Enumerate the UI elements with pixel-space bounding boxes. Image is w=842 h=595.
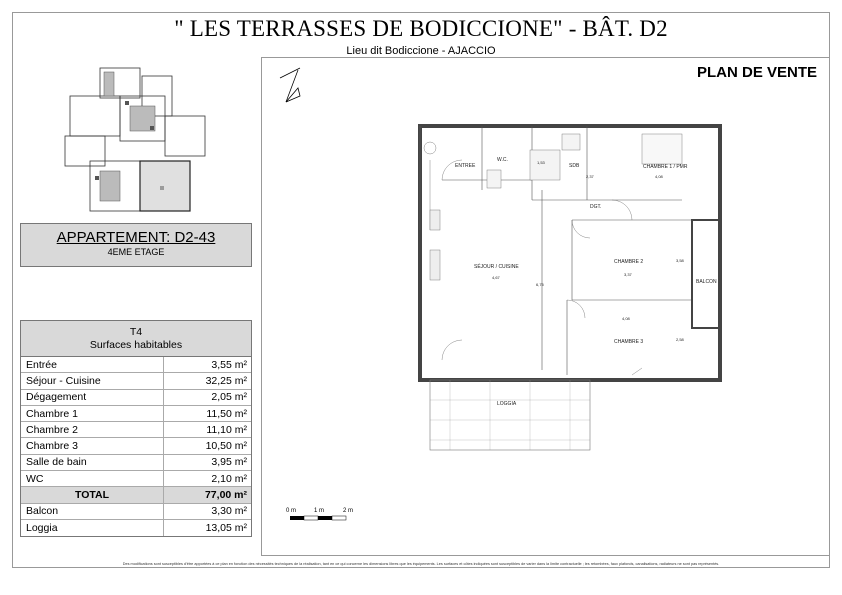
- room-entree: ENTREE: [455, 163, 476, 169]
- room-dgt: DGT.: [590, 204, 602, 210]
- apartment-box: APPARTEMENT: D2-43 4EME ETAGE: [20, 223, 252, 267]
- table-row: Séjour - Cuisine 32,25 m²: [21, 373, 251, 390]
- row-label: Dégagement: [21, 389, 164, 405]
- plan-label: PLAN DE VENTE: [696, 64, 817, 81]
- scale-label-0: 0 m: [286, 508, 297, 514]
- row-label: Chambre 3: [21, 438, 164, 454]
- table-row: Chambre 1 11,50 m²: [21, 405, 251, 423]
- scale-label-1: 1 m: [314, 508, 325, 514]
- room-loggia: LOGGIA: [497, 401, 517, 407]
- dim-wc-w: 1,53: [537, 160, 545, 165]
- total-row: TOTAL 77,00 m²: [21, 487, 251, 504]
- row-value: 13,05 m²: [205, 522, 247, 535]
- scale-bar: [290, 515, 347, 521]
- column-divider: [261, 57, 262, 556]
- key-plan: [64, 67, 206, 212]
- room-chambre2: CHAMBRE 2: [614, 259, 644, 265]
- disclaimer: Des modifications sont susceptibles d'êt…: [122, 562, 720, 566]
- row-label: Salle de bain: [21, 454, 164, 471]
- table-row: Salle de bain 3,95 m²: [21, 454, 251, 472]
- room-sejour: SÉJOUR / CUISINE: [474, 264, 519, 270]
- row-value: 3,30 m²: [211, 505, 247, 518]
- page-title: " LES TERRASSES DE BODICCIONE" - BÂT. D2: [174, 16, 668, 41]
- table-row: Chambre 3 10,50 m²: [21, 438, 251, 455]
- dim-sejour-h: 6,75: [536, 282, 544, 287]
- dim-ch2-w: 3,37: [624, 272, 632, 277]
- row-value: 10,50 m²: [205, 440, 247, 453]
- surfaces-heading: Surfaces habitables: [89, 339, 183, 351]
- row-value: 3,95 m²: [211, 456, 247, 469]
- plan-frame: [261, 57, 830, 556]
- row-value: 3,55 m²: [211, 358, 247, 371]
- row-label: Entrée: [21, 357, 164, 373]
- apartment-floor: 4EME ETAGE: [107, 247, 165, 257]
- dim-sdb-w: 2,37: [586, 174, 594, 179]
- page-subtitle: Lieu dit Bodiccione - AJACCIO: [346, 45, 496, 57]
- row-label: Séjour - Cuisine: [21, 373, 164, 389]
- room-chambre3: CHAMBRE 3: [614, 339, 644, 345]
- apartment-name: APPARTEMENT: D2-43: [56, 229, 216, 246]
- row-value: 32,25 m²: [205, 374, 247, 387]
- row-value: 11,10 m²: [206, 423, 247, 436]
- surfaces-table: T4 Surfaces habitables Entrée 3,55 m² Séj…: [20, 320, 252, 538]
- room-balcon: BALCON: [696, 279, 717, 285]
- table-row: Chambre 2 11,10 m²: [21, 422, 251, 439]
- total-label: TOTAL: [21, 487, 164, 503]
- apartment-type: T4: [129, 326, 143, 338]
- row-label: Balcon: [21, 503, 164, 519]
- dim-ch1-w: 4,08: [655, 174, 663, 179]
- dim-ch3-w: 4,08: [622, 316, 630, 321]
- surfaces-header: T4 Surfaces habitables: [21, 321, 251, 357]
- scale-label-2: 2 m: [343, 508, 354, 514]
- dim-ch3-h: 2,58: [676, 337, 684, 342]
- row-value: 2,05 m²: [211, 391, 247, 404]
- row-label: Chambre 1: [21, 405, 164, 422]
- room-chambre1: CHAMBRE 1 / PMR: [643, 164, 688, 170]
- table-row: WC 2,10 m²: [21, 471, 251, 488]
- dim-ch2-h: 3,58: [676, 258, 684, 263]
- dim-sejour-w: 4,67: [492, 275, 500, 280]
- row-value: 2,10 m²: [211, 472, 247, 485]
- room-sdb: SDB: [569, 163, 580, 169]
- north-arrow-icon: [279, 67, 301, 103]
- floor-plan: [418, 124, 722, 451]
- row-label: Chambre 2: [21, 422, 164, 438]
- table-row: Entrée 3,55 m²: [21, 357, 251, 374]
- total-value: 77,00 m²: [204, 489, 247, 502]
- row-value: 11,50 m²: [206, 407, 247, 420]
- row-label: Loggia: [21, 519, 164, 537]
- table-row: Balcon 3,30 m²: [21, 503, 251, 520]
- table-row: Loggia 13,05 m²: [21, 519, 251, 537]
- row-label: WC: [21, 471, 164, 487]
- table-row: Dégagement 2,05 m²: [21, 389, 251, 406]
- room-wc: W.C.: [497, 157, 508, 163]
